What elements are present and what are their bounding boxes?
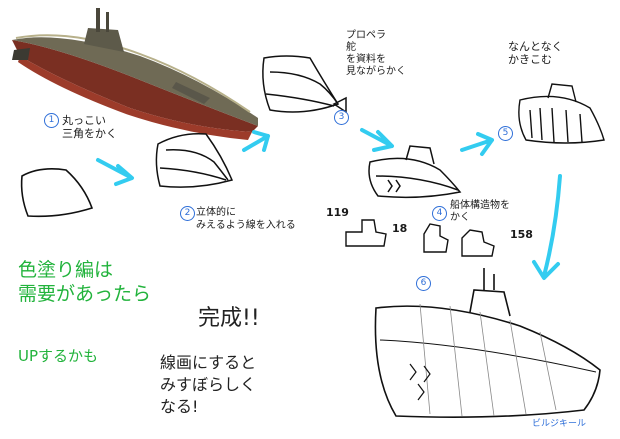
step1-number: 1 — [44, 113, 59, 128]
step2-number: 2 — [180, 206, 195, 221]
lineart-note: 線画にすると みすぼらしく なる! — [160, 353, 257, 416]
step2-sketch — [155, 132, 234, 188]
step1-text: 丸っこい 三角をかく — [62, 114, 117, 140]
step2-text: 立体的に みえるよう線を入れる — [196, 207, 296, 231]
step6-number: 6 — [416, 276, 431, 291]
upload-note: UPするかも — [18, 347, 99, 365]
step4-number: 4 — [432, 206, 447, 221]
step-arrows — [96, 128, 562, 280]
tower-count-2: 18 — [392, 222, 408, 235]
painted-submarine — [12, 8, 258, 140]
step5-sketch — [518, 83, 605, 144]
tower-sketches — [345, 219, 495, 257]
tower-count-3: 158 — [510, 228, 533, 241]
final-submarine — [374, 268, 601, 418]
step5-text: なんとなく かきこむ — [508, 40, 563, 66]
step1-sketch — [20, 168, 94, 218]
step3-number: 3 — [334, 110, 349, 125]
step4-text: 船体構造物を かく — [450, 200, 510, 223]
step4-sketch — [368, 145, 462, 199]
step5-number: 5 — [498, 126, 513, 141]
tower-count-1: 119 — [326, 206, 349, 219]
bilge-keel-label: ビルジキール — [532, 419, 587, 429]
step3-text: プロペラ 舵 を資料を 見ながらかく — [346, 30, 406, 77]
completed-text: 完成!! — [198, 306, 260, 331]
step3-sketch — [262, 55, 347, 114]
color-edition-note: 色塗り編は 需要があったら — [18, 259, 152, 305]
